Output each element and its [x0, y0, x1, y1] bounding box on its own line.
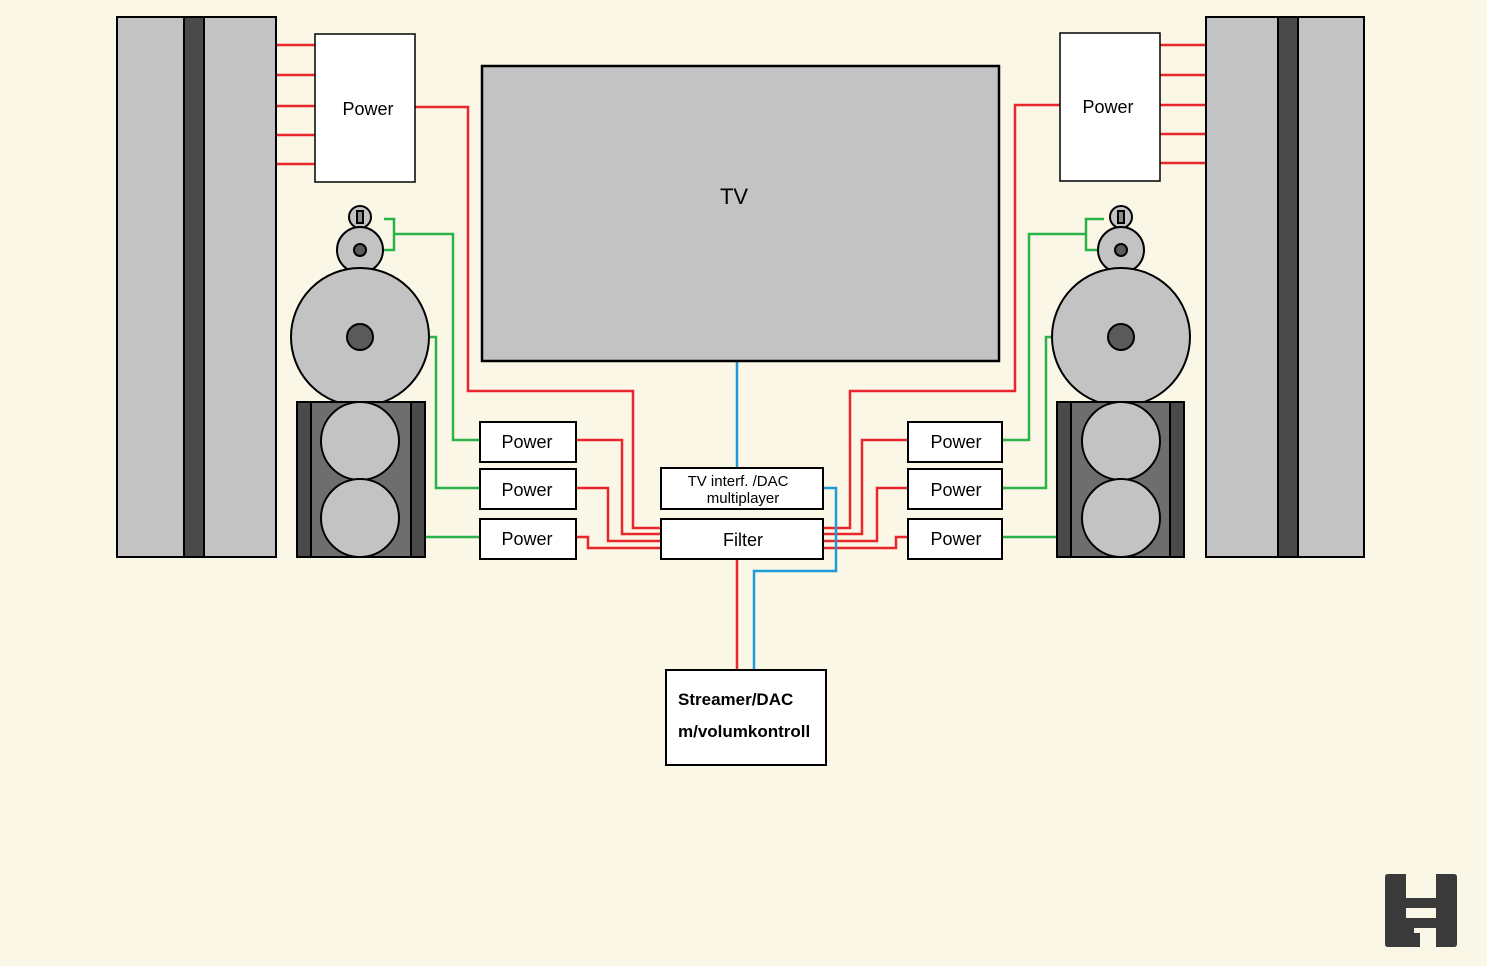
left-tall-power-label: Power: [342, 99, 393, 119]
right-power-1-label: Power: [930, 432, 981, 452]
left-power3-filter-wire: [576, 535, 661, 550]
tv-interface-line1: TV interf. /DAC: [688, 473, 789, 490]
left-power-3-label: Power: [501, 529, 552, 549]
right-panel-speaker: [1205, 16, 1365, 558]
left-signal-wires: [384, 217, 480, 539]
left-power-amp-2: Power: [479, 468, 577, 510]
right-power-amp-1: Power: [907, 421, 1003, 463]
streamer-dac: Streamer/DAC m/volumkontroll: [665, 669, 827, 766]
filter-label: Filter: [723, 530, 763, 550]
right-power1-filter-wire: [823, 438, 908, 536]
right-woofer-upper: [1081, 401, 1161, 481]
left-tall-power-amp: Power: [314, 33, 416, 183]
streamer-line1: Streamer/DAC: [678, 690, 793, 709]
wires: [276, 43, 1206, 670]
left-power2-filter-wire: [576, 486, 661, 543]
interface-streamer-wire: [752, 486, 838, 670]
left-woofer-upper: [320, 401, 400, 481]
streamer-line2: m/volumkontroll: [678, 722, 810, 741]
right-tall-power-label: Power: [1082, 97, 1133, 117]
right-power-filter-wire: [823, 103, 1060, 530]
tv-interface-dac: TV interf. /DAC multiplayer: [660, 467, 824, 510]
left-panel-speaker: [116, 16, 277, 558]
right-panel-power-wires: [1160, 43, 1206, 165]
left-power-amp-3: Power: [479, 518, 577, 560]
filter-box: Filter: [660, 518, 824, 560]
tv-screen: TV: [480, 64, 1001, 363]
left-speaker-stack: [290, 205, 430, 558]
right-tall-power-amp: Power: [1059, 32, 1161, 182]
right-power2-filter-wire: [823, 486, 908, 543]
left-power1-filter-wire: [576, 438, 661, 536]
right-power-3-label: Power: [930, 529, 981, 549]
left-panel-power-wires: [276, 43, 315, 166]
right-power-2-label: Power: [930, 480, 981, 500]
right-speaker-stack: [1051, 205, 1191, 558]
left-power-amp-1: Power: [479, 421, 577, 463]
left-power-2-label: Power: [501, 480, 552, 500]
left-power-1-label: Power: [501, 432, 552, 452]
brand-logo-icon: [1385, 874, 1457, 947]
left-woofer-lower: [320, 478, 400, 558]
right-signal-wires: [1002, 217, 1104, 539]
right-power-amp-3: Power: [907, 518, 1003, 560]
left-power-filter-wire: [415, 105, 661, 530]
right-woofer-lower: [1081, 478, 1161, 558]
right-power3-filter-wire: [823, 535, 908, 550]
right-power-amp-2: Power: [907, 468, 1003, 510]
tv-label: TV: [720, 184, 748, 209]
tv-interface-line2: multiplayer: [707, 490, 780, 507]
